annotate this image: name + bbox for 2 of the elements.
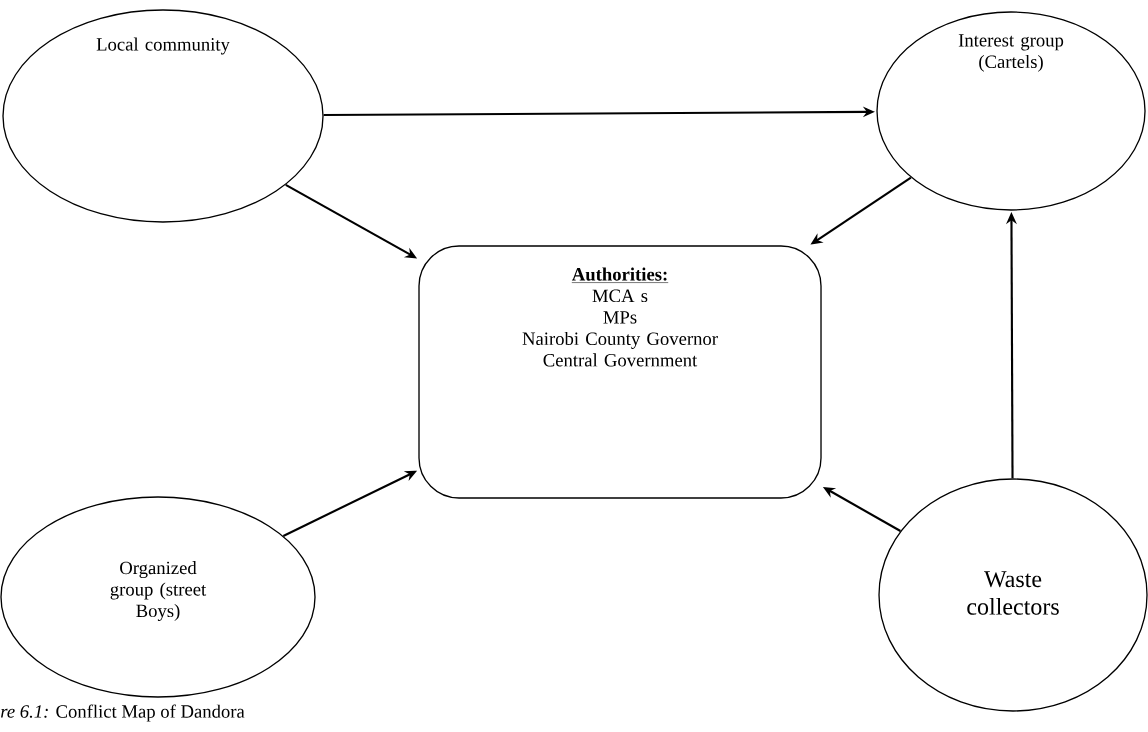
authorities-box: Authorities: MCA s MPs Nairobi County Governor Central Government xyxy=(418,245,822,499)
caption: re 6.1: Conflict Map of Dandora xyxy=(1,704,245,722)
